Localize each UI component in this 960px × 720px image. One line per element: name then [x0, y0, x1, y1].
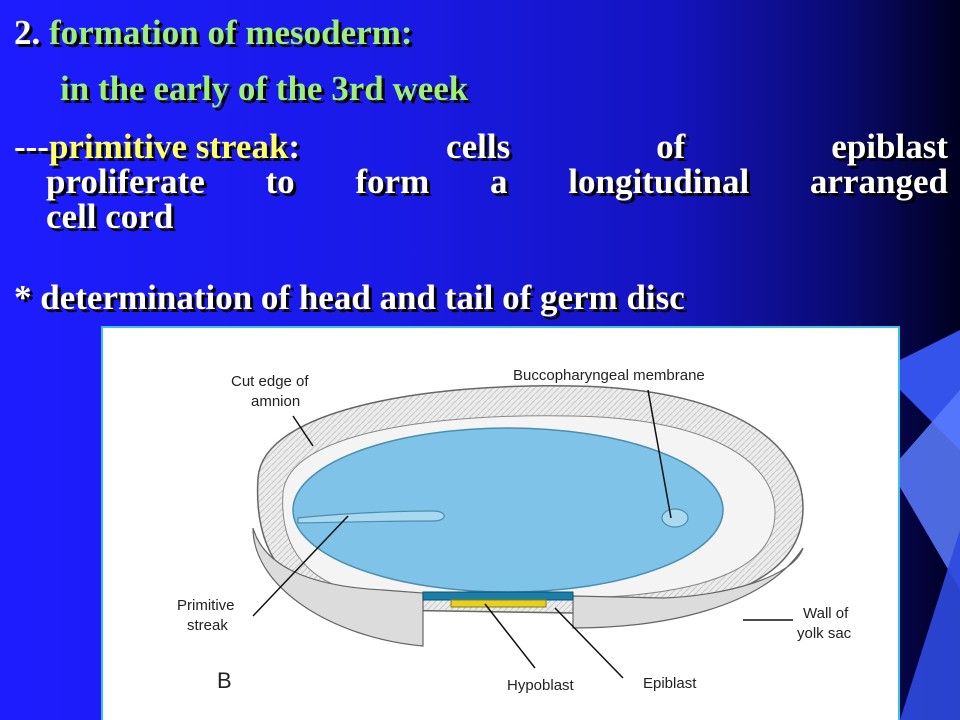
leader-hypoblast [484, 603, 536, 669]
section-number: 2. [14, 13, 41, 52]
primitive-streak-groove [297, 510, 445, 524]
streak-word: cells [446, 127, 511, 166]
label-wall-1: Wall of [803, 605, 849, 622]
label-cut-edge-1: Cut edge of [231, 373, 309, 390]
buccopharyngeal-membrane [661, 508, 689, 528]
section-heading: 2. formation of mesoderm: [14, 15, 413, 50]
streak-term: primitive streak [48, 127, 289, 166]
streak-lead: ---primitive streak: [14, 129, 300, 164]
decorative-blade-shapes [880, 330, 960, 720]
streak-prefix: --- [14, 127, 49, 166]
leader-cut-edge [292, 415, 314, 447]
leader-epiblast [554, 607, 624, 679]
epiblast-strip [422, 591, 574, 601]
streak-line-1: ---primitive streak: cells of epiblast [14, 129, 948, 164]
streak-line-3: cell cord [46, 197, 174, 236]
bullet-text: determination of head and tail of germ d… [40, 278, 685, 317]
streak-word: proliferate [46, 162, 205, 201]
bullet-mark: * [14, 278, 32, 317]
streak-paragraph: ---primitive streak: cells of epiblast p… [14, 129, 948, 234]
label-epiblast: Epiblast [643, 675, 697, 692]
leader-bucco [647, 389, 672, 519]
hypoblast-strip [450, 599, 547, 608]
label-bucco: Buccopharyngeal membrane [513, 367, 705, 384]
germ-disc-figure: Cut edge of amnion Buccopharyngeal membr… [103, 328, 898, 720]
label-primitive-1: Primitive [177, 597, 235, 614]
streak-word: a [490, 162, 508, 201]
streak-line-2: proliferate to form a longitudinal arran… [14, 164, 948, 199]
streak-word: to [265, 162, 295, 201]
streak-word: longitudinal [568, 162, 750, 201]
label-hypoblast: Hypoblast [507, 677, 575, 694]
streak-word: form [355, 162, 430, 201]
streak-word: arranged [809, 162, 948, 201]
section-subtitle: in the early of the 3rd week [60, 69, 469, 108]
label-cut-edge-2: amnion [251, 393, 300, 410]
section-title: formation of mesoderm: [49, 13, 413, 52]
streak-word: epiblast [831, 127, 948, 166]
lower-wall-cut [252, 527, 424, 647]
lower-wall-cut-right [572, 547, 804, 629]
streak-colon: : [288, 127, 301, 166]
germ-disc-diagram: Cut edge of amnion Buccopharyngeal membr… [177, 367, 852, 694]
label-primitive-2: streak [187, 617, 228, 634]
label-wall-2: yolk sac [797, 625, 852, 642]
bullet-line: * determination of head and tail of germ… [14, 280, 685, 315]
leader-primitive [252, 515, 349, 617]
streak-word: of [656, 127, 686, 166]
label-panel-b: B [217, 668, 232, 693]
